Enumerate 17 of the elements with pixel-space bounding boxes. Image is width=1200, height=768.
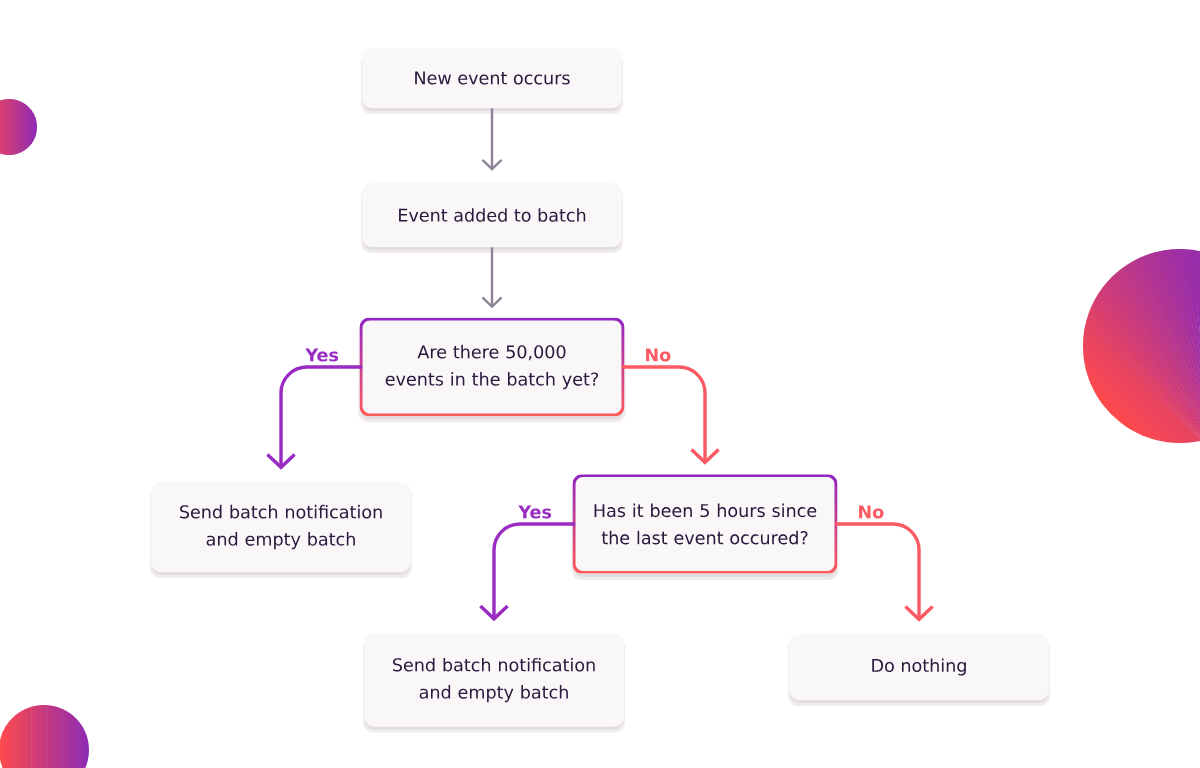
edge-label: Yes xyxy=(303,346,341,364)
arrow xyxy=(481,247,503,309)
decision-box: Are there 50,000 events in the batch yet? xyxy=(358,317,626,423)
arrow xyxy=(479,522,576,622)
arrow xyxy=(621,365,720,465)
edge-label: Yes xyxy=(516,503,554,521)
process-box: Event added to batch xyxy=(361,183,623,253)
process-box: Send batch notification and empty batch xyxy=(150,482,412,578)
process-box: Send batch notification and empty batch xyxy=(363,633,625,733)
decision-box: Has it been 5 hours since the last event occured? xyxy=(571,474,839,580)
process-box: New event occurs xyxy=(361,48,623,114)
arrow xyxy=(834,522,934,622)
process-box: Do nothing xyxy=(788,634,1050,706)
arrow xyxy=(266,365,363,470)
edge-label: No xyxy=(642,346,673,364)
edge-label: No xyxy=(855,503,886,521)
arrow xyxy=(481,108,503,171)
